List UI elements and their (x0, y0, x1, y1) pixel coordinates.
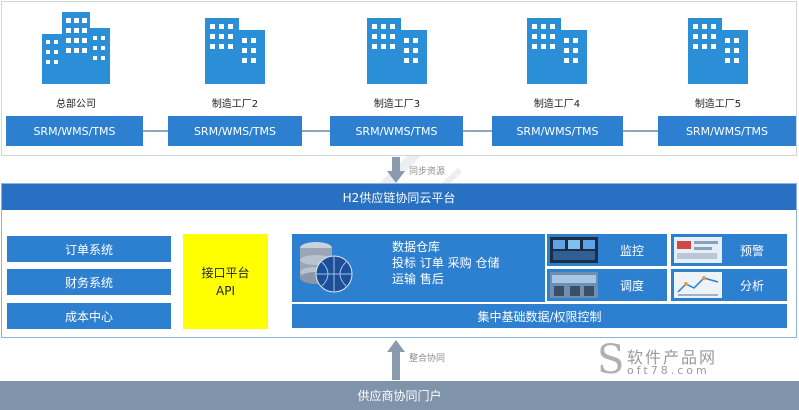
sync-label: 同步资源 (409, 167, 446, 177)
system-order: 订单系统 (7, 236, 171, 262)
connector-line (462, 130, 492, 132)
system-cost-center: 成本中心 (7, 303, 171, 329)
building-icon (42, 12, 110, 84)
tile-monitor-label: 监控 (619, 243, 644, 258)
warning-map-icon (674, 237, 722, 263)
building-icon (205, 18, 265, 84)
tile-analysis: 分析 (671, 269, 787, 301)
factory-3: 制造工厂3 (337, 8, 457, 110)
platform-title: H2供应链协同云平台 (2, 184, 796, 210)
supplier-portal-bar: 供应商协同门户 (0, 381, 799, 410)
building-icon (688, 18, 748, 84)
api-subtitle: API (216, 283, 235, 298)
tile-warning: 预警 (671, 234, 787, 266)
building-icon (527, 18, 587, 84)
tile-dispatch: 调度 (547, 269, 667, 301)
database-globe-icon (300, 242, 353, 293)
factory-2: 制造工厂2 (175, 8, 295, 110)
factory-name: 总部公司 (56, 99, 96, 110)
factory-name: 制造工厂4 (533, 99, 581, 110)
connector-line (302, 130, 332, 132)
system-box: SRM/WMS/TMS (6, 116, 143, 146)
brand-name: 软件产品网 (627, 348, 718, 367)
tile-warning-label: 预警 (739, 243, 764, 258)
analysis-map-icon (674, 272, 722, 298)
building-icon (367, 18, 427, 84)
brand-s-logo: S (597, 337, 625, 383)
system-box: SRM/WMS/TMS (658, 116, 796, 146)
factory-name: 制造工厂5 (694, 99, 742, 110)
system-box: SRM/WMS/TMS (492, 116, 623, 146)
factory-4: 制造工厂4 (497, 8, 617, 110)
monitor-screen-icon (550, 237, 598, 263)
factory-name: 制造工厂2 (211, 99, 259, 110)
system-box: SRM/WMS/TMS (330, 116, 463, 146)
data-warehouse-box: 数据仓库 投标 订单 采购 仓储 运输 售后 (292, 234, 545, 302)
api-title: 接口平台 (201, 265, 250, 280)
arrow-down-icon (387, 157, 405, 183)
factory-5: 制造工厂5 (658, 8, 778, 110)
dispatch-room-icon (550, 272, 598, 298)
system-box: SRM/WMS/TMS (168, 116, 302, 146)
brand-url: oft78.com (627, 364, 710, 377)
tile-monitor: 监控 (547, 234, 667, 266)
factory-name: 制造工厂3 (373, 99, 421, 110)
tile-analysis-label: 分析 (739, 278, 764, 293)
base-data-bar: 集中基础数据/权限控制 (292, 304, 787, 328)
system-finance: 财务系统 (7, 269, 171, 295)
factory-hq: 总部公司 (16, 8, 136, 110)
data-warehouse-modules-2: 运输 售后 (392, 272, 444, 286)
api-platform-box: 接口平台 API (183, 234, 268, 329)
tile-dispatch-label: 调度 (619, 278, 644, 293)
integrate-label: 整合协同 (409, 354, 446, 364)
brand-logo: S 软件产品网 oft78.com (597, 337, 797, 383)
connector-line (622, 130, 660, 132)
connector-line (142, 130, 172, 132)
platform-panel: H2供应链协同云平台 订单系统 财务系统 成本中心 接口平台 API 数据仓库 … (1, 183, 797, 338)
data-warehouse-title: 数据仓库 (392, 240, 441, 254)
factories-panel: 总部公司 制造工厂2 (1, 1, 797, 156)
data-warehouse-modules: 投标 订单 采购 仓储 (392, 256, 500, 270)
arrow-up-icon (387, 340, 405, 380)
